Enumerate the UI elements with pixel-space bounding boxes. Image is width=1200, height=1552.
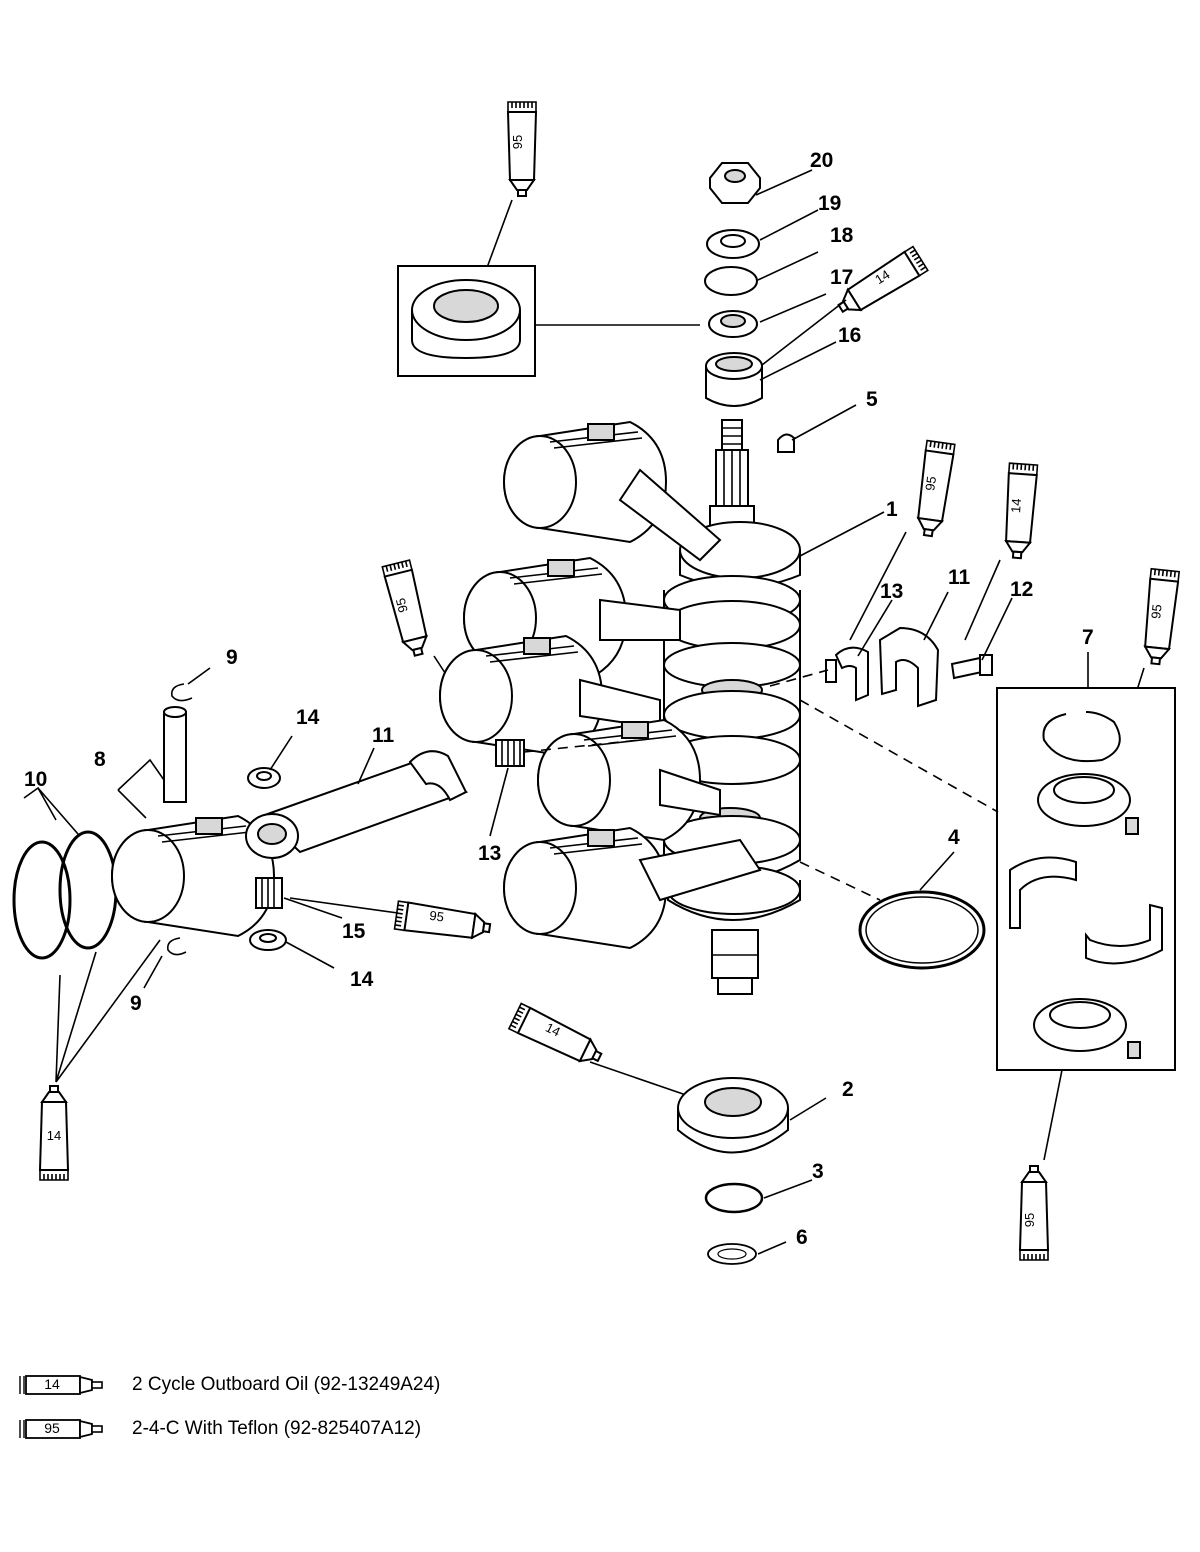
callout-14: 14 (350, 968, 374, 991)
needle-bearing (495, 739, 525, 767)
svg-text:95: 95 (1022, 1213, 1037, 1227)
lubricant-tube-icon: 14 (18, 1374, 110, 1396)
piston-pin (163, 706, 187, 803)
callout-2: 2 (842, 1078, 854, 1101)
lubricant-tube: 95 (1019, 1165, 1049, 1261)
connecting-rod (245, 750, 469, 859)
legend-code: 14 (44, 1376, 60, 1392)
retaining-ring (858, 890, 986, 970)
svg-text:95: 95 (429, 908, 445, 925)
callout-7: 7 (1082, 626, 1094, 649)
bearing-race-half (1085, 903, 1163, 965)
lubricant-tube: 14 (1001, 462, 1039, 560)
lubricant-tube: 14 (39, 1085, 69, 1181)
lubricant-tube-icon: 95 (18, 1418, 110, 1440)
thrust-washer (707, 1243, 757, 1265)
svg-text:95: 95 (1148, 604, 1164, 620)
callout-5: 5 (866, 388, 878, 411)
o-ring (704, 266, 758, 296)
upper-bearing (705, 352, 763, 407)
callout-13: 13 (880, 580, 903, 603)
snap-ring (704, 1182, 764, 1214)
oil-seal (708, 310, 758, 338)
lubricant-tube: 95 (1140, 567, 1181, 667)
thrust-washer (249, 929, 287, 951)
needle-bearing (255, 877, 283, 909)
bearing-cage-half (825, 646, 869, 702)
callout-12: 12 (1010, 578, 1033, 601)
callout-3: 3 (812, 1160, 824, 1183)
callout-6: 6 (796, 1226, 808, 1249)
piston-pin-clip (166, 937, 187, 956)
rod-cap (878, 626, 940, 708)
svg-text:14: 14 (872, 267, 892, 287)
retaining-ring (1042, 711, 1121, 763)
nut (709, 162, 761, 204)
legend-item-grease: 95 2-4-C With Teflon (92-825407A12) (18, 1414, 421, 1444)
callout-9: 9 (130, 992, 142, 1015)
lubricant-tube: 95 (393, 900, 493, 943)
callout-17: 17 (830, 266, 853, 289)
svg-text:14: 14 (543, 1020, 563, 1040)
svg-text:95: 95 (922, 475, 939, 491)
rod-bolt (950, 654, 993, 680)
lubricant-tube: 14 (507, 1002, 607, 1071)
piston-rings (12, 830, 118, 960)
callout-8: 8 (94, 748, 106, 771)
piston-pin-clip (170, 683, 193, 702)
callout-11: 11 (372, 724, 395, 747)
legend-item-oil: 14 2 Cycle Outboard Oil (92-13249A24) (18, 1370, 440, 1400)
lubricant-tube: 95 (913, 439, 956, 539)
svg-text:14: 14 (1008, 498, 1024, 513)
svg-text:95: 95 (393, 596, 411, 614)
callout-18: 18 (830, 224, 854, 247)
lubricant-tube: 95 (381, 559, 434, 660)
legend-text: 2-4-C With Teflon (92-825407A12) (132, 1418, 422, 1439)
callout-9: 9 (226, 646, 238, 669)
bearing-race-half (1009, 856, 1077, 929)
roller-bearing (1037, 773, 1139, 835)
callout-14: 14 (296, 706, 320, 729)
legend-text: 2 Cycle Outboard Oil (92-13249A24) (132, 1374, 441, 1395)
lower-ball-bearing (677, 1077, 789, 1154)
lubricant-tube: 14 (832, 245, 929, 322)
callout-16: 16 (838, 324, 861, 347)
callout-4: 4 (948, 826, 960, 849)
crankshaft (663, 419, 801, 995)
svg-text:95: 95 (510, 135, 525, 149)
callout-19: 19 (818, 192, 841, 215)
callout-1: 1 (886, 498, 898, 521)
callout-10: 10 (24, 768, 47, 791)
callout-20: 20 (810, 149, 833, 172)
piston (503, 827, 667, 949)
washer (706, 229, 760, 259)
seal-detail (411, 279, 521, 360)
legend-code: 95 (44, 1420, 60, 1436)
lubricant-tube: 95 (507, 101, 537, 197)
callout-15: 15 (342, 920, 366, 943)
thrust-washer (247, 767, 281, 789)
roller-bearing (1033, 998, 1141, 1059)
callout-11: 11 (948, 566, 971, 589)
key (777, 433, 795, 453)
callout-13: 13 (478, 842, 501, 865)
svg-text:14: 14 (47, 1128, 61, 1143)
